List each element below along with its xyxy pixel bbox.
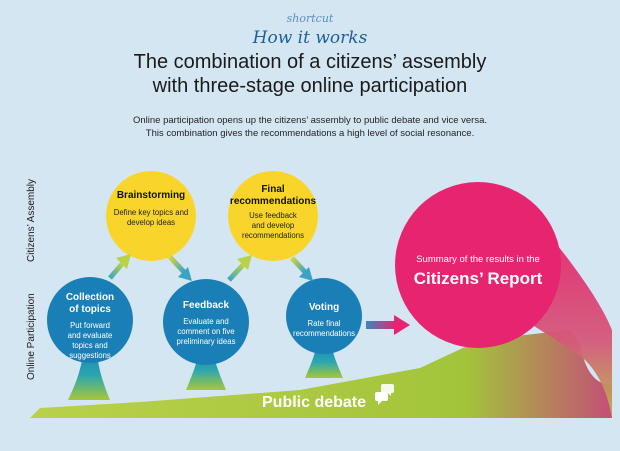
voting-body-2: recommendations (293, 329, 355, 338)
feedback-body-3: preliminary ideas (176, 337, 236, 346)
collection-body-4: suggestions (69, 351, 111, 360)
arrow-collection-to-brainstorming (108, 254, 131, 280)
final-body-2: and develop (251, 221, 295, 230)
brainstorming-circle (106, 171, 196, 261)
final-body-3: recommendations (242, 231, 304, 240)
page-title: The combination of a citizens’ assembly … (0, 50, 620, 98)
collection-body-1: Put forward (70, 321, 110, 330)
stem-collection (68, 345, 110, 400)
feedback-title: Feedback (182, 300, 230, 311)
voting-circle (286, 278, 362, 354)
arrow-final-to-voting (290, 256, 313, 281)
title-line-1: The combination of a citizens’ assembly (133, 51, 487, 73)
public-debate-label: Public debate (262, 394, 367, 411)
public-debate-ramp (30, 330, 612, 418)
stem-feedback (186, 345, 226, 390)
report-title: Citizens’ Report (413, 269, 543, 288)
subtitle: Online participation opens up the citize… (0, 114, 620, 140)
section-heading: How it works (252, 28, 368, 48)
brainstorming-body-2: develop ideas (126, 218, 176, 227)
title-line-2: with three-stage online participation (152, 75, 468, 97)
subtitle-line-1: Online participation opens up the citize… (133, 115, 487, 126)
stage-brainstorming: Brainstorming Define key topics and deve… (106, 190, 196, 228)
citizens-report-circle (395, 182, 561, 348)
report-intro: Summary of the results in the (416, 254, 540, 265)
final-recommendations-circle (228, 171, 318, 261)
collection-body-3: topics and (72, 341, 108, 350)
final-title-1: Final (261, 184, 285, 195)
final-title-2: recommendations (229, 196, 317, 207)
collection-title-1: Collection (65, 292, 115, 303)
feedback-body-1: Evaluate and (183, 317, 229, 326)
speech-bubbles-icon (375, 384, 394, 405)
kicker-label: shortcut (286, 12, 334, 25)
arrow-feedback-to-final (227, 255, 252, 282)
arrow-voting-to-report (366, 315, 410, 335)
feedback-circle (163, 279, 249, 365)
feedback-body-2: comment on five (177, 327, 235, 336)
stage-feedback: Feedback Evaluate and comment on five pr… (166, 300, 246, 347)
arrow-brainstorming-to-feedback (168, 255, 192, 281)
subtitle-line-2: This combination gives the recommendatio… (145, 128, 475, 139)
stage-collection: Collection of topics Put forward and eva… (50, 292, 130, 361)
brainstorming-body-1: Define key topics and (113, 208, 189, 217)
final-body-1: Use feedback (249, 211, 297, 220)
collection-body-2: and evaluate (67, 331, 113, 340)
stem-voting (305, 342, 343, 378)
collection-circle (47, 277, 133, 363)
stage-final-recommendations: Final recommendations Use feedback and d… (228, 184, 318, 241)
voting-body-1: Rate final (307, 319, 341, 328)
voting-title: Voting (308, 302, 340, 313)
brainstorming-title: Brainstorming (116, 190, 186, 201)
citizens-report: Summary of the results in the Citizens’ … (400, 254, 556, 289)
stage-voting: Voting Rate final recommendations (286, 302, 362, 339)
collection-title-2: of topics (69, 304, 111, 315)
